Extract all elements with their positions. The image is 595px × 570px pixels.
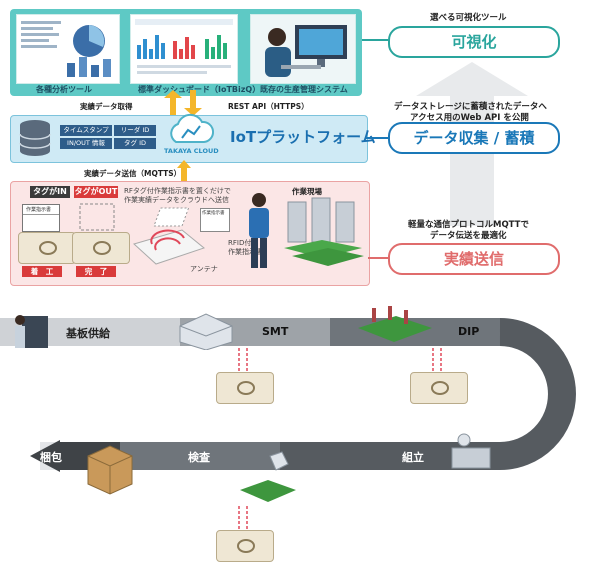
- factory-label: 作業現場: [292, 187, 322, 196]
- analysis-tool-thumbnail: [16, 14, 120, 84]
- step-board-supply: 基板供給: [66, 327, 110, 340]
- send-desc-line1: RFタグ付作業指示書を置くだけで: [124, 187, 231, 195]
- dip-board-icon: [358, 306, 432, 342]
- iot-platform-title: IoTプラットフォーム: [230, 128, 376, 146]
- inspection-robot-icon: [240, 451, 296, 502]
- work-instruction-sheet: 作業指示書: [22, 204, 60, 232]
- rfid-reader-dip-icon: [410, 372, 468, 404]
- rfid-reader-in-icon: [18, 232, 76, 264]
- tag-reader-id: リーダ ID: [114, 125, 156, 136]
- takaya-cloud-logo: [170, 113, 214, 143]
- cap-storage-2: アクセス用のWeb API を公開: [410, 113, 529, 123]
- tag-in-badge: タグがIN: [30, 186, 70, 198]
- step-smt: SMT: [262, 325, 289, 338]
- rfid-sheet-label-2: 作業指示書: [228, 248, 263, 256]
- rf-signal-icon: [238, 506, 248, 530]
- cap-mqtt-2: データ伝送を最適化: [430, 231, 507, 241]
- pill-data-collect: データ収集 / 蓄積: [388, 122, 560, 154]
- board-supply-machine-icon: [15, 315, 48, 348]
- data-flow-arrows-icon: [164, 90, 202, 116]
- rf-signal-icon: [238, 348, 248, 372]
- production-system-thumbnail: [250, 14, 356, 84]
- pill-send: 実績送信: [388, 243, 560, 275]
- done-badge: 完 了: [76, 266, 116, 277]
- data-fetch-label: 実績データ取得: [80, 102, 133, 111]
- pill-visualization: 可視化: [388, 26, 560, 58]
- step-inspection: 検査: [188, 451, 210, 464]
- factory-machines-icon: [284, 197, 364, 266]
- antenna-label: アンテナ: [190, 265, 218, 273]
- step-dip: DIP: [458, 325, 480, 338]
- rfid-sheet-icon: 作業指示書: [200, 208, 230, 232]
- tool-label-analysis: 各種分析ツール: [36, 85, 92, 94]
- antenna-pad-icon: [133, 207, 206, 265]
- cap-mqtt-1: 軽量な通信プロトコルMQTTで: [408, 220, 529, 230]
- rfid-reader-inspection-icon: [216, 530, 274, 562]
- rf-signal-icon: [432, 348, 442, 372]
- tag-tag-id: タグ ID: [114, 138, 156, 149]
- tool-label-production: 既存の生産管理システム: [260, 85, 348, 94]
- upload-arrow-icon: [177, 160, 191, 182]
- rfid-reader-out-icon: [72, 232, 130, 264]
- rest-api-label: REST API（HTTPS）: [228, 102, 309, 111]
- start-badge: 着 工: [22, 266, 62, 277]
- tag-inout-info: IN/OUT 情報: [60, 138, 112, 149]
- connector-lines: [362, 39, 388, 259]
- tag-timestamp: タイムスタンプ: [60, 125, 112, 136]
- assembly-station-icon: [451, 433, 491, 469]
- send-desc-line2: 作業実績データをクラウドへ送信: [124, 196, 229, 204]
- tag-out-badge: タグがOUT: [74, 186, 118, 198]
- step-assembly: 組立: [402, 451, 424, 464]
- rfid-reader-smt-icon: [216, 372, 274, 404]
- rfid-sheet-label-1: RFID付き: [228, 239, 259, 247]
- mqtt-send-label: 実績データ送信（MQTTS）: [84, 169, 182, 178]
- worker-icon: [249, 193, 269, 268]
- tool-label-dashboard: 標準ダッシュボード（IoTBizQ）: [138, 85, 261, 94]
- dashboard-thumbnail: [130, 14, 238, 84]
- visualization-tools-panel: 各種分析ツール 標準ダッシュボード（IoTBizQ） 既存の生産管理システム: [10, 9, 362, 96]
- cloud-logo-text: TAKAYA CLOUD: [164, 147, 219, 155]
- step-packing: 梱包: [40, 451, 62, 464]
- smt-machine-icon: [179, 313, 233, 350]
- placeholder-sheet-icon: [79, 203, 115, 231]
- database-icon: [19, 120, 51, 156]
- cap-visualization: 選べる可視化ツール: [430, 13, 507, 23]
- cap-storage-1: データストレージに蓄積されたデータへ: [394, 102, 547, 112]
- packing-box-icon: [87, 445, 133, 495]
